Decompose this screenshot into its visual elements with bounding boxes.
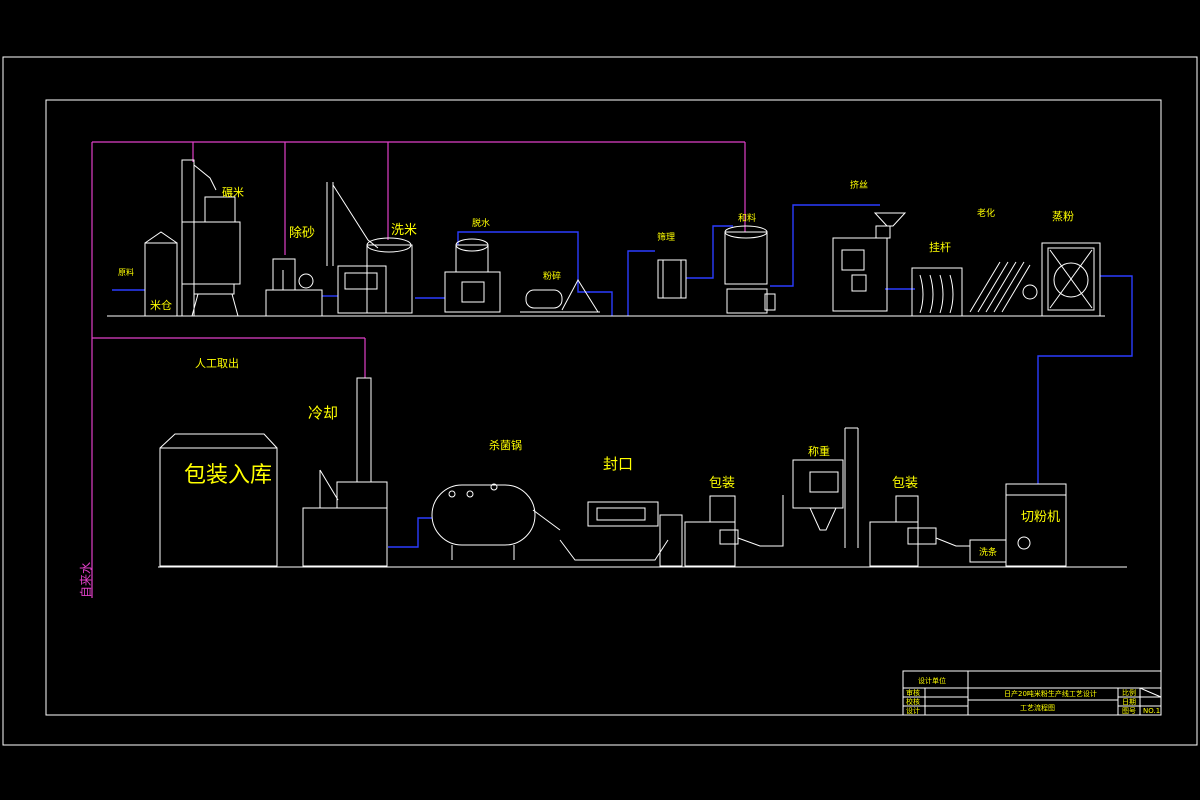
rod-hanging-unit	[911, 267, 963, 317]
sealing-machine	[559, 501, 683, 567]
cooler	[302, 377, 388, 567]
packing-storage-room	[159, 433, 278, 567]
label-steaming: 蒸粉	[1052, 210, 1074, 223]
product-flow-lines	[112, 204, 1133, 548]
label-rod-hanging: 挂杆	[929, 240, 951, 254]
label-rice-bin: 米仓	[150, 298, 172, 312]
sand-remover	[265, 258, 323, 317]
extruder	[832, 212, 907, 312]
title-row-scale: 比例	[1122, 688, 1136, 697]
label-dewatering: 脱水	[472, 217, 490, 229]
title-design-unit: 设计单位	[918, 676, 946, 685]
title-row-check: 校核	[906, 697, 920, 706]
label-aging: 老化	[977, 207, 995, 219]
pulverizer	[520, 279, 600, 313]
weighing-machine	[792, 427, 859, 548]
label-sand-removal: 除砂	[289, 226, 315, 241]
label-sterilizer: 杀菌锅	[489, 438, 522, 452]
title-row-date: 日期	[1122, 698, 1136, 706]
label-packaging-2: 包装	[892, 476, 918, 491]
label-cooling: 冷却	[308, 404, 338, 422]
title-drawing-name: 工艺流程图	[1020, 703, 1055, 712]
dewatering-machine	[444, 238, 501, 313]
label-raw-material: 原料	[118, 267, 134, 277]
aging-rack	[969, 261, 1038, 313]
inner-frame	[45, 99, 1162, 716]
label-packaging-1: 包装	[709, 476, 735, 491]
outer-frame	[2, 56, 1198, 746]
label-washing: 洗条	[979, 546, 997, 558]
packaging-machine-2	[869, 495, 970, 567]
water-supply-lines	[91, 141, 746, 598]
label-mixing: 和料	[738, 212, 756, 224]
rice-bin-silo	[144, 231, 178, 317]
sifter	[657, 259, 687, 299]
label-tap-water: 自来水	[79, 562, 93, 598]
label-manual-removal: 人工取出	[195, 356, 239, 370]
label-weighing: 称重	[808, 444, 830, 458]
label-pack-storage: 包装入库	[184, 463, 272, 488]
title-row-review: 审核	[906, 688, 920, 697]
rice-grinder	[181, 159, 241, 317]
label-sealing: 封口	[603, 455, 633, 473]
title-block: 设计单位 日产20吨米粉生产线工艺设计 工艺流程图 审核 校核 设计 比例 日期…	[902, 670, 1162, 716]
label-milling: 粉碎	[543, 270, 561, 282]
rice-washer	[326, 182, 413, 314]
mixer-tank	[724, 225, 776, 314]
title-project: 日产20吨米粉生产线工艺设计	[1004, 689, 1097, 698]
title-row-drawing-no: 图号	[1122, 707, 1136, 715]
title-sheet-no: NO.1	[1143, 707, 1160, 715]
diagram-labels: 原料 米仓 碾米 除砂 洗米 脱水 粉碎 筛理 和料 挤丝 老化 挂杆 蒸粉 人…	[79, 179, 1074, 598]
label-sieving: 筛理	[657, 231, 675, 243]
label-rice-grinding: 碾米	[222, 186, 244, 199]
label-extrusion: 挤丝	[850, 179, 868, 191]
rice-noodle-cutter	[1005, 483, 1067, 567]
title-row-design: 设计	[906, 706, 920, 715]
label-rice-washing: 洗米	[391, 223, 417, 238]
packaging-machine-1	[684, 495, 784, 567]
steamer	[1041, 242, 1101, 317]
sterilizer-vessel	[431, 483, 561, 560]
label-cutter: 切粉机	[1021, 510, 1060, 525]
